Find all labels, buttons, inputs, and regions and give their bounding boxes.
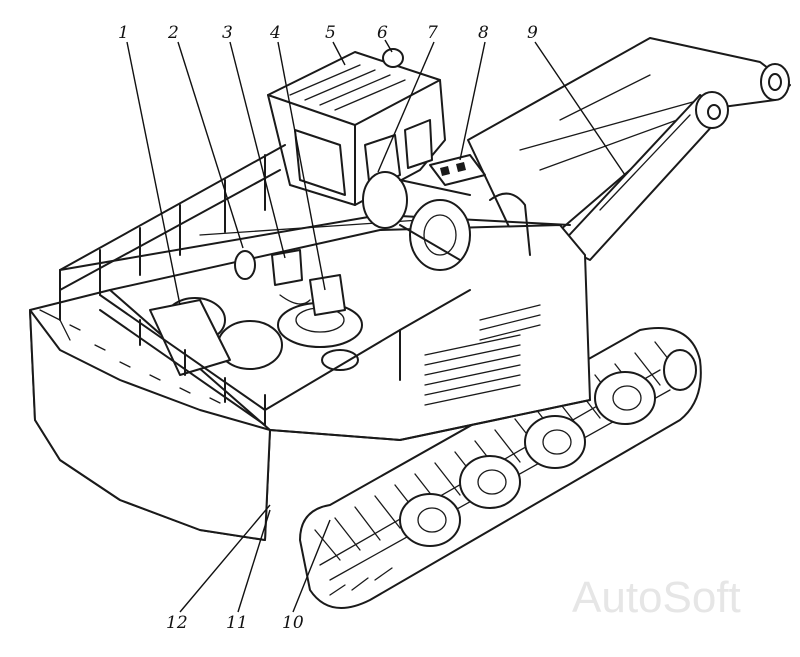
callout-3: 3 bbox=[222, 23, 233, 43]
leader-8 bbox=[459, 41, 486, 161]
crawler-track bbox=[299, 327, 702, 609]
watermark-text: AutoSoft bbox=[572, 573, 741, 622]
leader-6 bbox=[384, 39, 393, 53]
callout-labels: 1 2 3 4 5 6 7 8 9 10 11 12 bbox=[118, 23, 538, 633]
leader-1 bbox=[126, 41, 181, 306]
callout-8: 8 bbox=[478, 23, 489, 43]
leader-lines bbox=[126, 39, 626, 613]
callout-5: 5 bbox=[325, 23, 336, 43]
callout-4: 4 bbox=[269, 23, 281, 43]
callout-1: 1 bbox=[118, 23, 129, 43]
leader-9 bbox=[534, 41, 626, 176]
leader-7 bbox=[377, 41, 435, 173]
leader-12 bbox=[179, 504, 271, 613]
callout-10: 10 bbox=[282, 613, 304, 633]
callout-7: 7 bbox=[427, 23, 438, 43]
leader-10 bbox=[292, 519, 331, 613]
engine-equipment bbox=[149, 249, 363, 376]
leader-11 bbox=[237, 509, 271, 613]
side-vent-grille bbox=[424, 304, 541, 406]
handrails bbox=[59, 144, 471, 426]
callout-11: 11 bbox=[226, 613, 248, 633]
callout-12: 12 bbox=[166, 613, 188, 633]
leader-2 bbox=[177, 41, 244, 249]
road-wheels bbox=[399, 349, 697, 547]
callout-9: 9 bbox=[527, 23, 538, 43]
leader-5 bbox=[332, 41, 346, 66]
leader-4 bbox=[277, 41, 326, 291]
callout-2: 2 bbox=[167, 23, 179, 43]
counterweight-notches bbox=[69, 324, 221, 404]
callout-6: 6 bbox=[377, 23, 388, 43]
winch-drums bbox=[362, 154, 531, 271]
leader-3 bbox=[229, 41, 286, 259]
